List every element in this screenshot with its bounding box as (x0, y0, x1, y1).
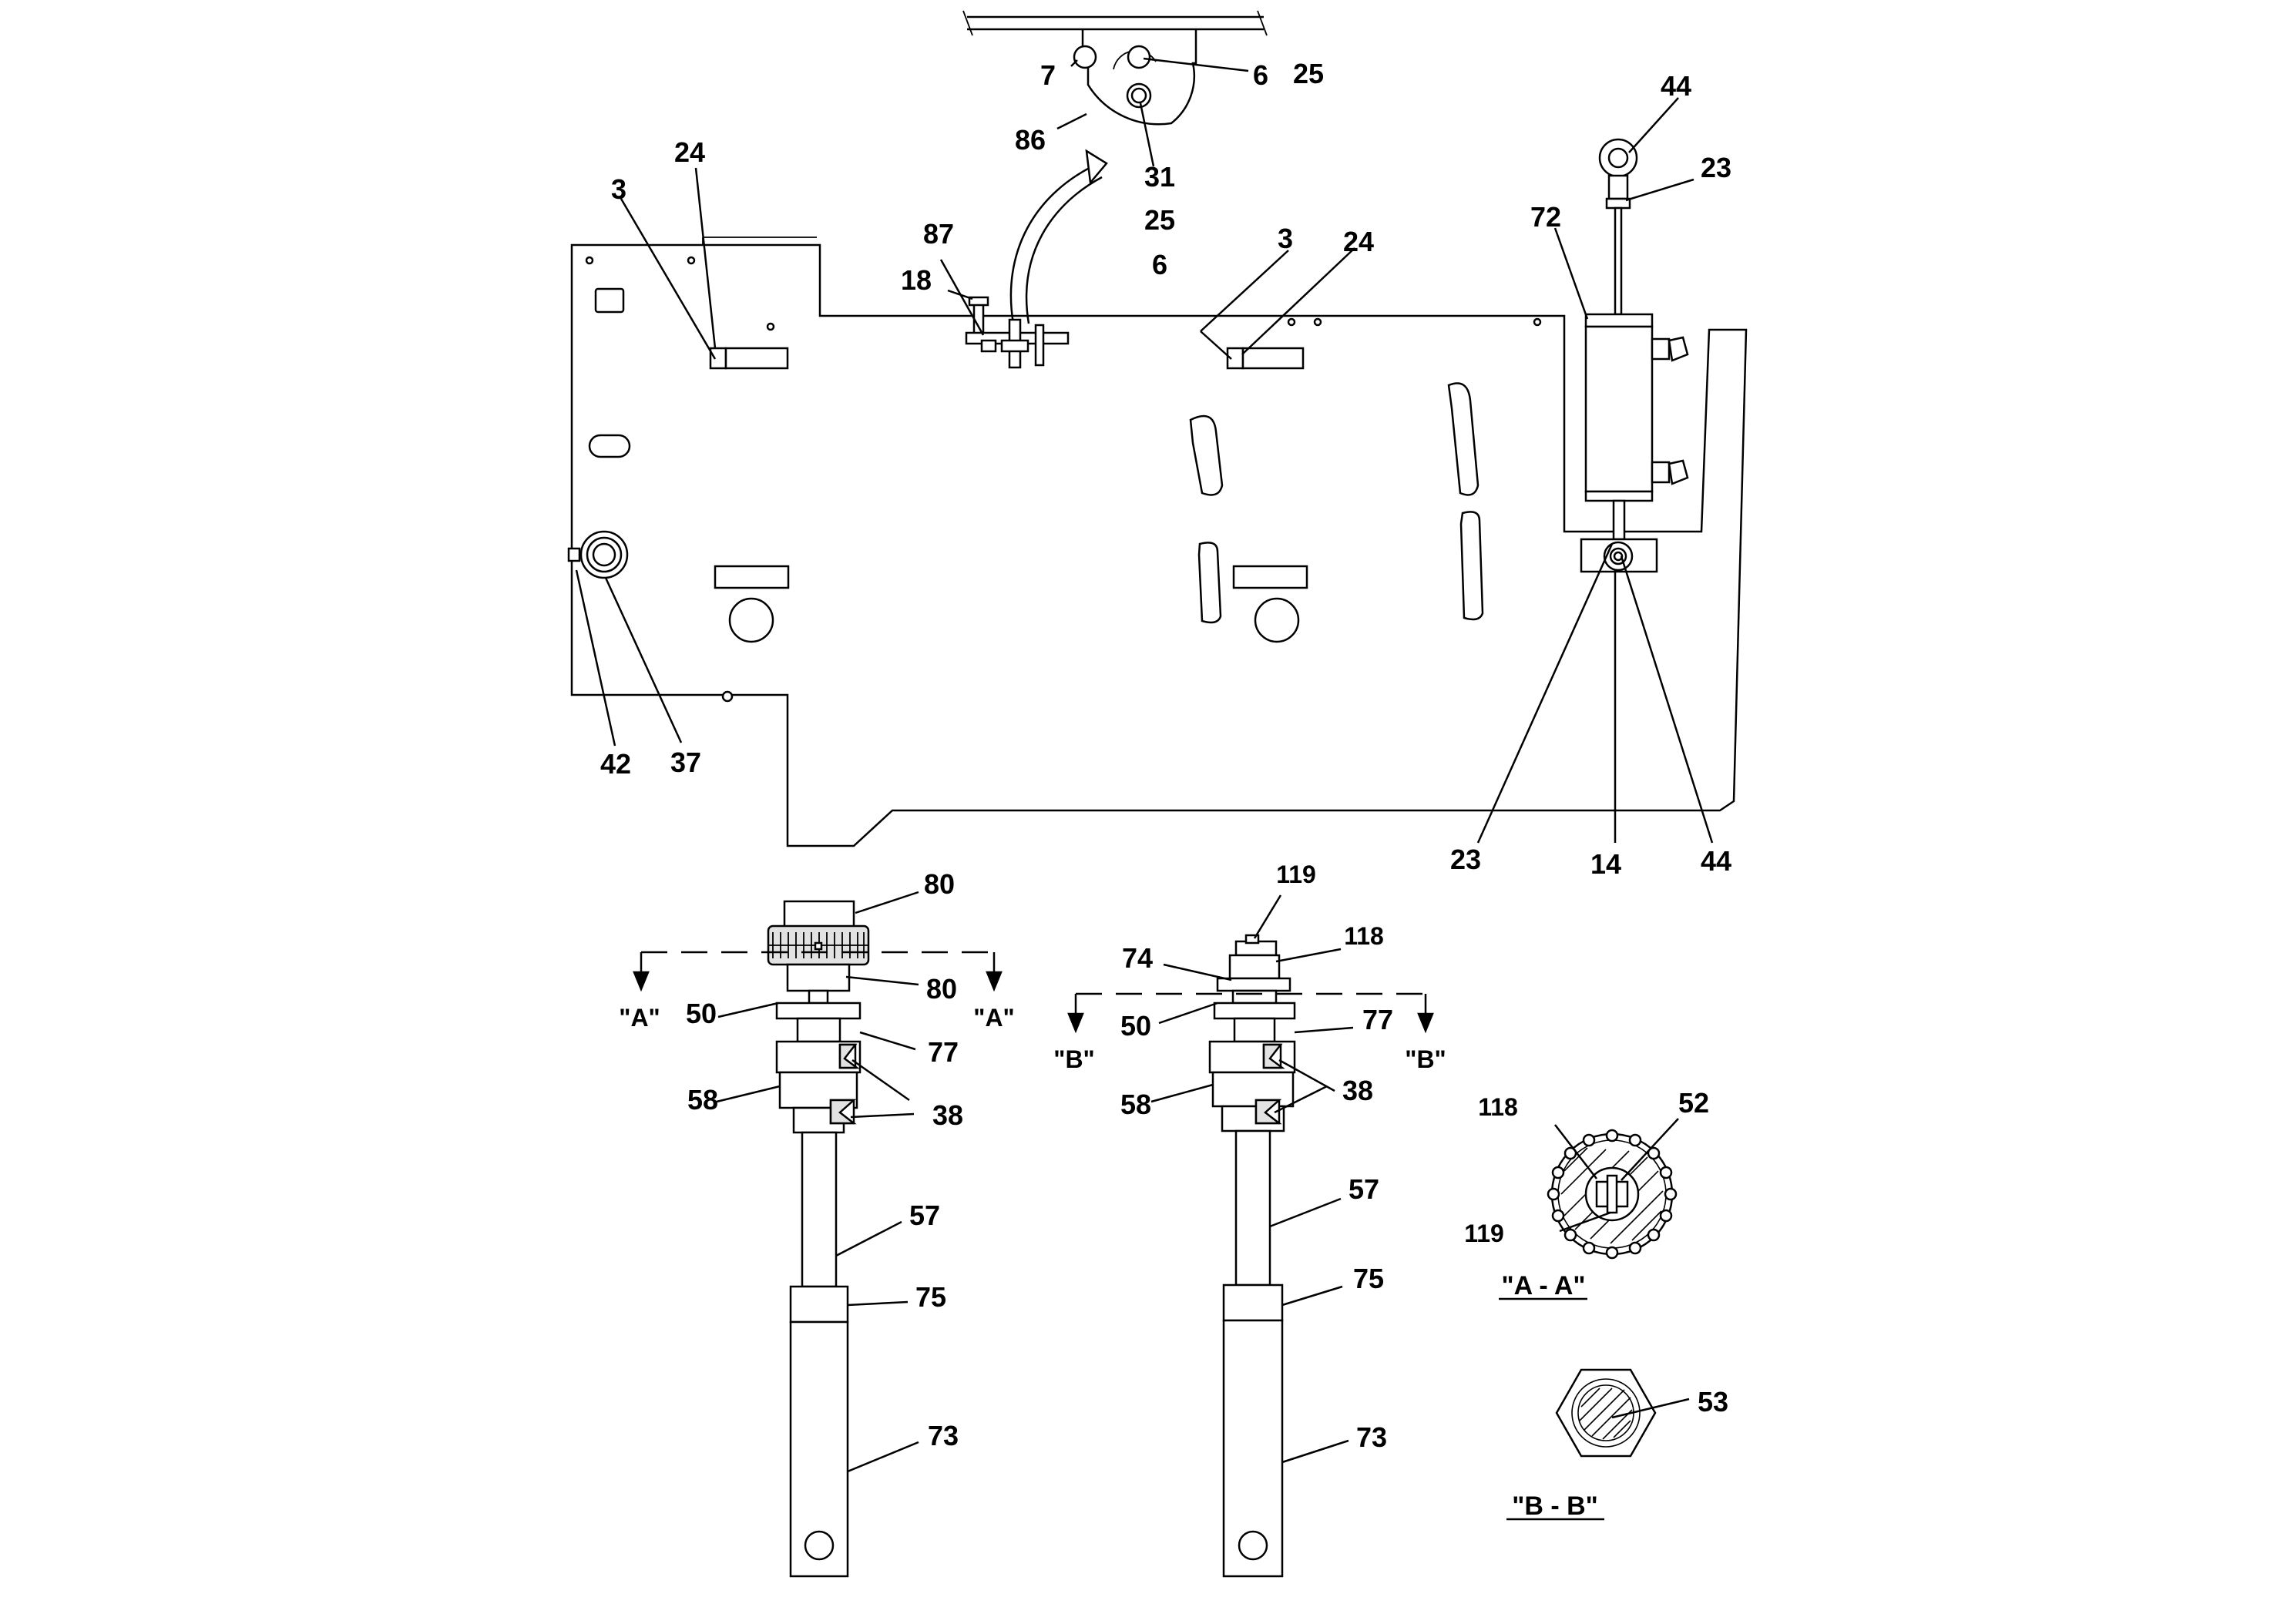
callout-80-top: 80 (924, 868, 955, 900)
callout-37: 37 (670, 747, 701, 778)
sensor-left (709, 347, 789, 370)
callout-72: 72 (1530, 201, 1561, 233)
callout-73-mid: 73 (1356, 1421, 1387, 1453)
callout-77-left: 77 (928, 1036, 959, 1068)
callout-87: 87 (923, 218, 954, 250)
section-marker-a-left: "A" (619, 1004, 660, 1032)
section-marker-a-right: "A" (973, 1004, 1014, 1032)
callout-25-b: 25 (1144, 204, 1175, 236)
left-assembly-leaders (716, 891, 919, 1473)
callout-118-aa: 118 (1478, 1093, 1518, 1121)
callout-42: 42 (600, 748, 631, 780)
callout-38-mid: 38 (1342, 1075, 1373, 1106)
callout-25: 25 (1293, 58, 1324, 89)
callout-18: 18 (901, 264, 932, 296)
callout-24-left: 24 (674, 136, 705, 168)
callout-53: 53 (1698, 1386, 1728, 1418)
callout-24-right: 24 (1343, 226, 1374, 257)
callout-119-aa: 119 (1464, 1220, 1504, 1247)
middle-assembly (1208, 934, 1296, 1578)
detail-arrow (1009, 149, 1108, 324)
section-marker-b-left: "B" (1053, 1045, 1094, 1073)
section-bb-view (1555, 1368, 1657, 1458)
middle-assembly-leaders (1150, 894, 1354, 1464)
section-cut-b (1067, 992, 1434, 1034)
section-cut-a (633, 951, 1003, 992)
callout-80-bottom: 80 (926, 973, 957, 1005)
callout-57-mid: 57 (1349, 1173, 1379, 1205)
callout-73-left: 73 (928, 1420, 959, 1451)
callout-7: 7 (1040, 59, 1056, 91)
left-assembly (767, 900, 870, 1578)
callout-50-left: 50 (686, 998, 717, 1029)
callout-75-mid: 75 (1353, 1263, 1384, 1294)
callout-3-left: 3 (611, 173, 626, 205)
sensor-right (1226, 347, 1305, 370)
callout-44-top: 44 (1661, 70, 1691, 102)
callout-118-mid: 118 (1344, 922, 1384, 950)
callout-77-mid: 77 (1362, 1004, 1393, 1035)
callout-labels: 7 6 25 86 31 25 6 3 24 87 18 3 24 44 23 … (600, 58, 1731, 1521)
callout-23-top: 23 (1701, 152, 1731, 183)
top-detail-view (962, 10, 1268, 126)
callout-86: 86 (1015, 124, 1046, 156)
callout-14: 14 (1590, 848, 1621, 880)
top-detail-leaders (1056, 57, 1249, 167)
section-aa-view (1547, 1129, 1678, 1260)
callout-52: 52 (1678, 1087, 1709, 1119)
section-marker-b-right: "B" (1405, 1045, 1446, 1073)
callout-6-b: 6 (1152, 249, 1167, 280)
callout-31: 31 (1144, 161, 1175, 193)
callout-6: 6 (1253, 59, 1268, 91)
callout-38-left: 38 (932, 1099, 963, 1131)
callout-58-left: 58 (687, 1084, 718, 1116)
roller-left (567, 530, 629, 579)
section-bb-leaders (1611, 1398, 1690, 1419)
callout-119-mid: 119 (1276, 861, 1316, 888)
callout-23-bottom: 23 (1450, 844, 1481, 875)
callout-50-mid: 50 (1120, 1010, 1151, 1042)
section-title-bb: "B - B" (1512, 1491, 1598, 1521)
section-title-aa: "A - A" (1501, 1271, 1585, 1300)
callout-58-mid: 58 (1120, 1089, 1151, 1120)
callout-75-left: 75 (915, 1281, 946, 1313)
callout-74: 74 (1122, 942, 1153, 974)
callout-3-right: 3 (1278, 223, 1293, 254)
main-frame (570, 237, 1748, 847)
callout-44-bottom: 44 (1701, 845, 1731, 877)
main-leaders (575, 97, 1714, 844)
hydraulic-cylinder (1580, 138, 1689, 573)
callout-57-left: 57 (909, 1200, 940, 1231)
section-aa-leaders (1554, 1118, 1679, 1233)
